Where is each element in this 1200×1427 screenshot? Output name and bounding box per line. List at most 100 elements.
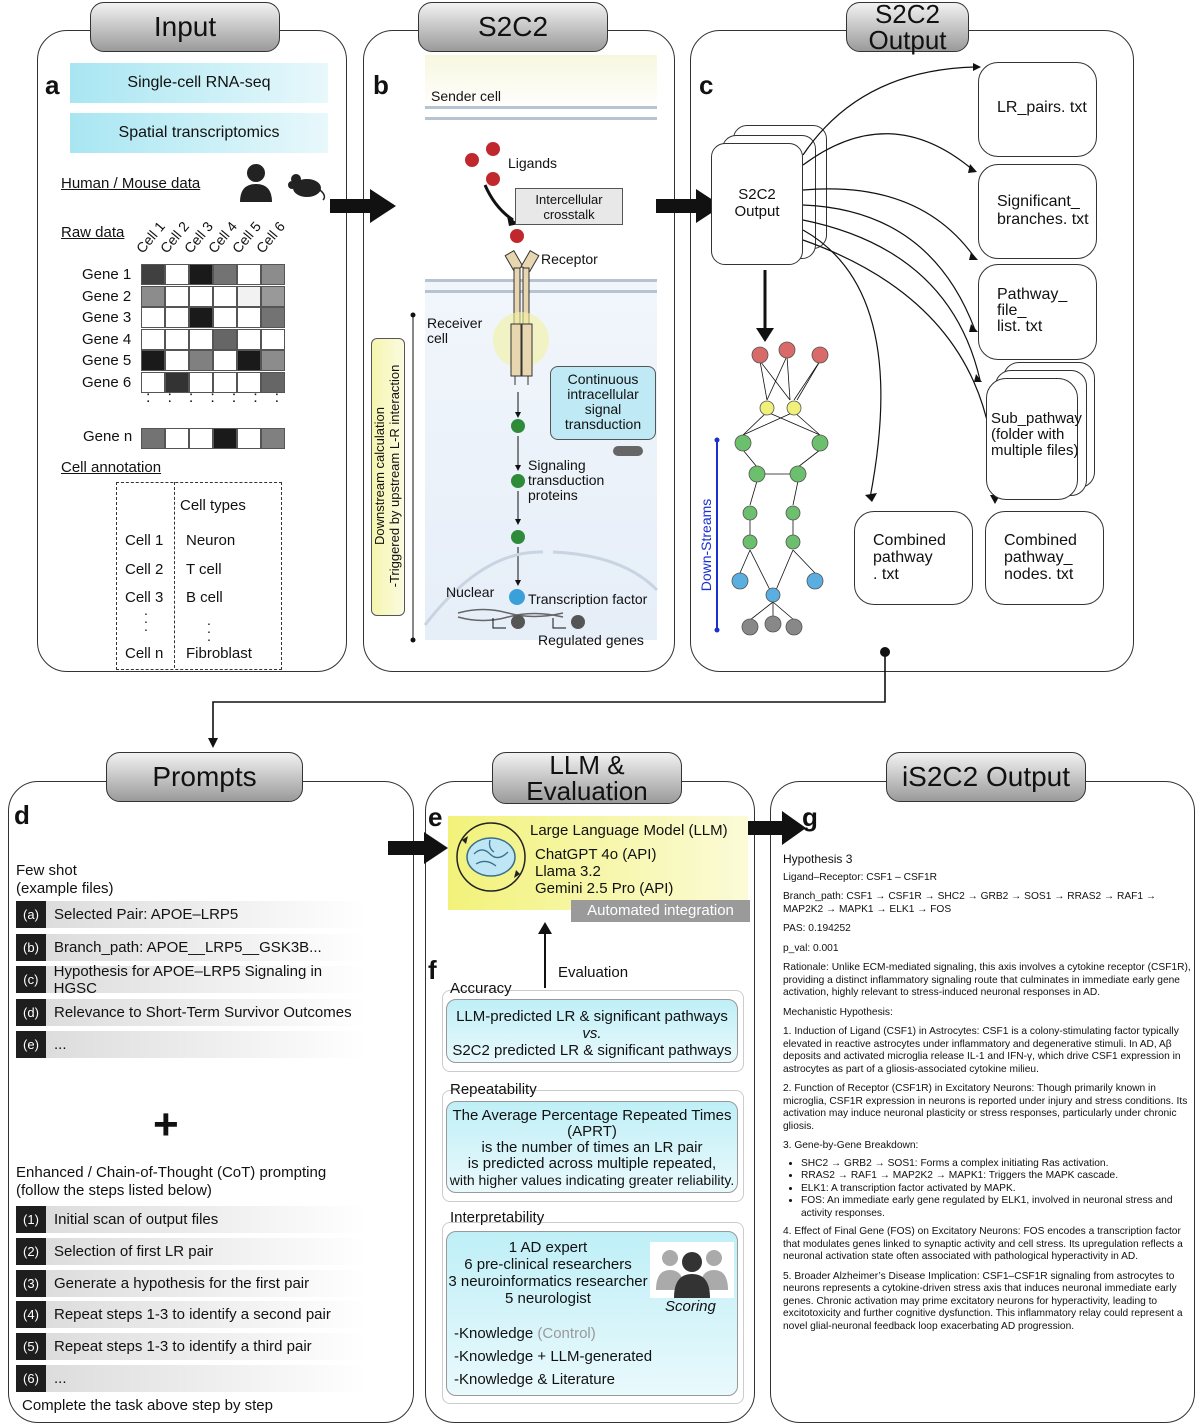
spatial-box: Spatial transcriptomics (70, 113, 328, 153)
human-icon (240, 164, 272, 202)
list-item: (b)Branch_path: APOE__LRP5__GSK3B... (16, 933, 366, 961)
heatmap-cell (213, 307, 237, 328)
annotation-type: Fibroblast (186, 645, 252, 662)
list-item: (1)Initial scan of output files (16, 1206, 366, 1233)
continuous-box: Continuous intracellular signal transduc… (550, 366, 656, 440)
file-sub-pathway: Sub_pathway (folder with multiple files) (986, 378, 1082, 500)
heatmap-cell (165, 264, 189, 285)
heatmap-cell (261, 350, 285, 371)
letter-e: e (428, 802, 443, 832)
heatmap-cell (165, 307, 189, 328)
list-item-number: (6) (16, 1365, 46, 1392)
heatmap-cell (141, 285, 165, 307)
lr-line: Ligand–Receptor: CSF1 – CSF1R (783, 871, 938, 883)
annotation-divider (174, 482, 175, 668)
hypothesis-text: Hypothesis 3 Ligand–Receptor: CSF1 – CSF… (783, 853, 1193, 1333)
heatmap-cell (189, 371, 213, 393)
raw-data-label: Raw data (61, 224, 125, 241)
ligands-label: Ligands (508, 155, 558, 171)
receiver-membrane (425, 279, 657, 293)
arrow-d-to-e (388, 832, 448, 864)
annotation-dots-2: ... (207, 612, 211, 644)
list-item-number: (b) (16, 933, 46, 961)
list-item-number: (a) (16, 901, 46, 928)
knowledge-1: -Knowledge (Control) (454, 1325, 596, 1342)
gene-label: Gene 6 (82, 373, 132, 391)
automated-label: Automated integration (587, 902, 734, 919)
bullet-4: FOS: An immediate early gene regulated b… (801, 1195, 1193, 1220)
heatmap-cell (189, 350, 213, 371)
accuracy-line-1: LLM-predicted LR & significant pathways (456, 1008, 728, 1025)
heatmap-cell (141, 328, 165, 350)
accuracy-section (442, 990, 744, 1072)
annotation-type: Neuron (186, 532, 236, 549)
mech-p5: 5. Broader Alzheimer’s Disease Implicati… (783, 1270, 1183, 1332)
downstream-label: Downstream calculation -Triggered by ups… (372, 364, 402, 588)
list-item-number: (3) (16, 1269, 46, 1297)
list-item-number: (d) (16, 998, 46, 1026)
file-sig-label: Significant_ branches. txt (997, 193, 1089, 228)
heatmap-cell (237, 371, 261, 393)
list-item: (4)Repeat steps 1-3 to identify a second… (16, 1301, 366, 1329)
letter-g: g (802, 802, 818, 832)
tab-s2c2-output-label: S2C2 Output (868, 0, 947, 55)
expert-line: 6 pre-clinical researchers (464, 1256, 632, 1273)
expert-line: 5 neurologist (505, 1290, 591, 1307)
spatial-label: Spatial transcriptomics (118, 124, 280, 141)
heatmap-cell (189, 307, 213, 328)
heatmap-cell (165, 371, 189, 393)
list-item-label: ... (54, 1370, 67, 1387)
crosstalk-label: Intercellular crosstalk (535, 192, 603, 222)
bullet-2: RRAS2 → RAF1 → MAP2K2 → MAPK1: Triggers … (801, 1170, 1193, 1183)
letter-c: c (699, 70, 714, 100)
signaling-label: Signaling transduction proteins (528, 457, 605, 503)
downstream-box (371, 338, 405, 616)
heatmap-cell (213, 371, 237, 393)
gene-label: Gene 3 (82, 309, 132, 326)
list-item-label: Hypothesis for APOE–LRP5 Signaling in HG… (53, 962, 323, 997)
accuracy-box: LLM-predicted LR & significant pathways … (446, 999, 738, 1063)
annotation-cell: Cell n (125, 645, 164, 662)
arrow-b-to-c (656, 189, 722, 223)
list-item: (e)... (16, 1031, 366, 1058)
cell-types-header: Cell types (180, 497, 246, 514)
heatmap-cell (261, 307, 285, 328)
cot-label: Enhanced / Chain-of-Thought (CoT) prompt… (16, 1164, 327, 1199)
file-combined-label: Combined pathway . txt (873, 532, 946, 583)
evaluation-label: Evaluation (558, 964, 629, 981)
scoring-label: Scoring (665, 1298, 716, 1315)
heatmap-cell (261, 371, 285, 393)
repeat-line-5: with higher values indicating greater re… (449, 1172, 735, 1188)
people-icon (650, 1242, 734, 1298)
mech-p4: 4. Effect of Final Gene (FOS) on Excitat… (783, 1226, 1183, 1262)
scrna-label: Single-cell RNA-seq (127, 74, 271, 91)
list-item-label: Relevance to Short-Term Survivor Outcome… (54, 1003, 352, 1021)
gene-label: Gene 2 (82, 287, 132, 305)
heatmap-cell (213, 428, 237, 449)
hypothesis-title: Hypothesis 3 (783, 852, 853, 866)
list-item: (6)... (16, 1365, 366, 1392)
file-pathway-label: Pathway_ file_ list. txt (997, 286, 1068, 335)
mouse-icon (288, 174, 326, 201)
arrow-a-to-b (330, 189, 396, 223)
heatmap-cell (213, 350, 237, 371)
heatmap-cell (189, 428, 213, 449)
repeat-line-4: is predicted across multiple repeated, (467, 1155, 717, 1172)
heatmap-cell (141, 264, 165, 285)
list-item: (5)Repeat steps 1-3 to identify a third … (16, 1333, 366, 1361)
file-sub-label: Sub_pathway (folder with multiple files) (991, 410, 1082, 459)
annotation-table (116, 482, 282, 670)
file-lr-pairs-label: LR_pairs. txt (997, 99, 1087, 116)
tab-s2c2: S2C2 (418, 2, 608, 52)
file-combined-pathway: Combined pathway . txt (854, 511, 973, 605)
gene-label: Gene 1 (82, 266, 132, 283)
nuclear-label: Nuclear (446, 584, 495, 600)
regulated-label: Regulated genes (538, 632, 644, 648)
mech-title: Mechanistic Hypothesis: (783, 1006, 893, 1018)
letter-b: b (373, 70, 389, 100)
tab-is2c2-output: iS2C2 Output (886, 752, 1086, 802)
heatmap-cell (261, 328, 285, 350)
bullet-3: ELK1: A transcription factor activated b… (801, 1183, 1193, 1196)
arrow-e-to-g (742, 811, 806, 845)
pas-line: PAS: 0.194252 (783, 923, 851, 934)
